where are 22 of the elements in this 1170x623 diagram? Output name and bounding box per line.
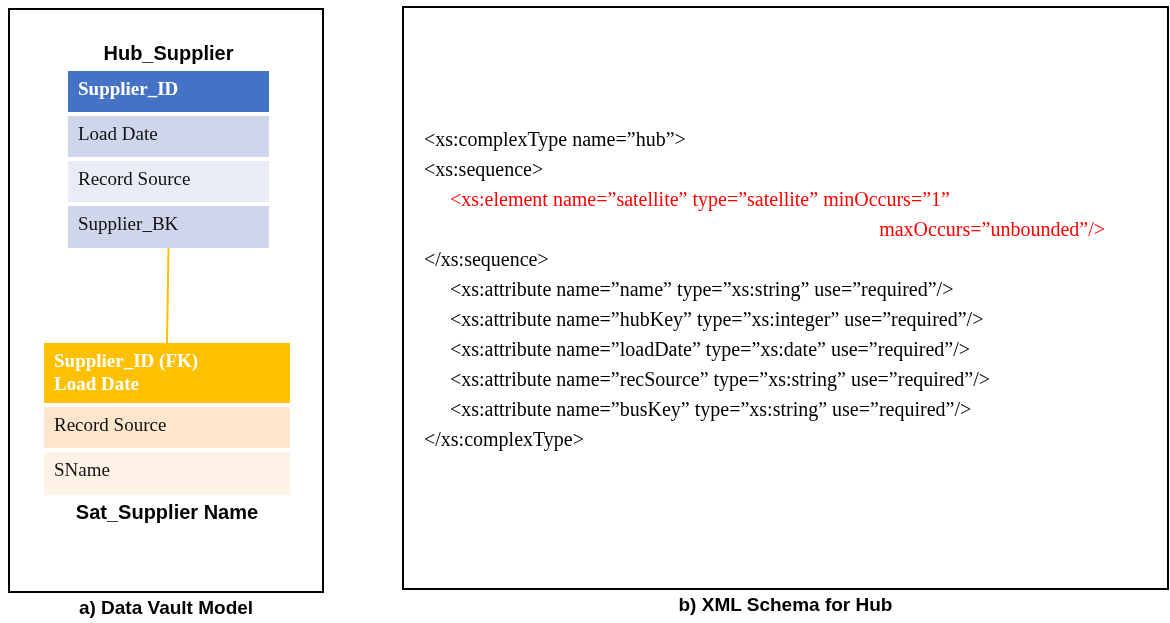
code-line: </xs:sequence> (424, 247, 549, 273)
panel-caption: b) XML Schema for Hub (678, 594, 893, 616)
code-line: <xs:attribute name=”name” type=”xs:string” use=”required”/> (450, 277, 954, 303)
code-line: <xs:attribute name=”busKey” type=”xs:string” use=”required”/> (450, 397, 972, 423)
code-line: <xs:sequence> (424, 157, 544, 183)
table-header-cell: Supplier_ID (FK) Load Date (44, 343, 290, 403)
code-line: <xs:element name=”satellite” type=”satellite” minOccurs=”1” maxOccurs=”unbounded”/> (450, 187, 1105, 242)
table-cell: Record Source (44, 407, 290, 448)
table-cell: Supplier_BK (68, 206, 269, 248)
connector-line (166, 247, 170, 344)
table-header-cell: Supplier_ID (68, 71, 269, 112)
table-title: Hub_Supplier (103, 42, 234, 65)
code-line: </xs:complexType> (424, 427, 585, 453)
code-line: <xs:complexType name=”hub”> (424, 127, 686, 153)
table-title: Sat_Supplier Name (75, 501, 259, 524)
table-cell: SName (44, 452, 290, 495)
table-cell: Record Source (68, 161, 269, 202)
code-line: <xs:attribute name=”recSource” type=”xs:string” use=”required”/> (450, 367, 991, 393)
code-line: <xs:attribute name=”hubKey” type=”xs:integer” use=”required”/> (450, 307, 984, 333)
panel-caption: a) Data Vault Model (78, 597, 254, 619)
table-cell: Load Date (68, 116, 269, 157)
code-line: <xs:attribute name=”loadDate” type=”xs:date” use=”required”/> (450, 337, 971, 363)
